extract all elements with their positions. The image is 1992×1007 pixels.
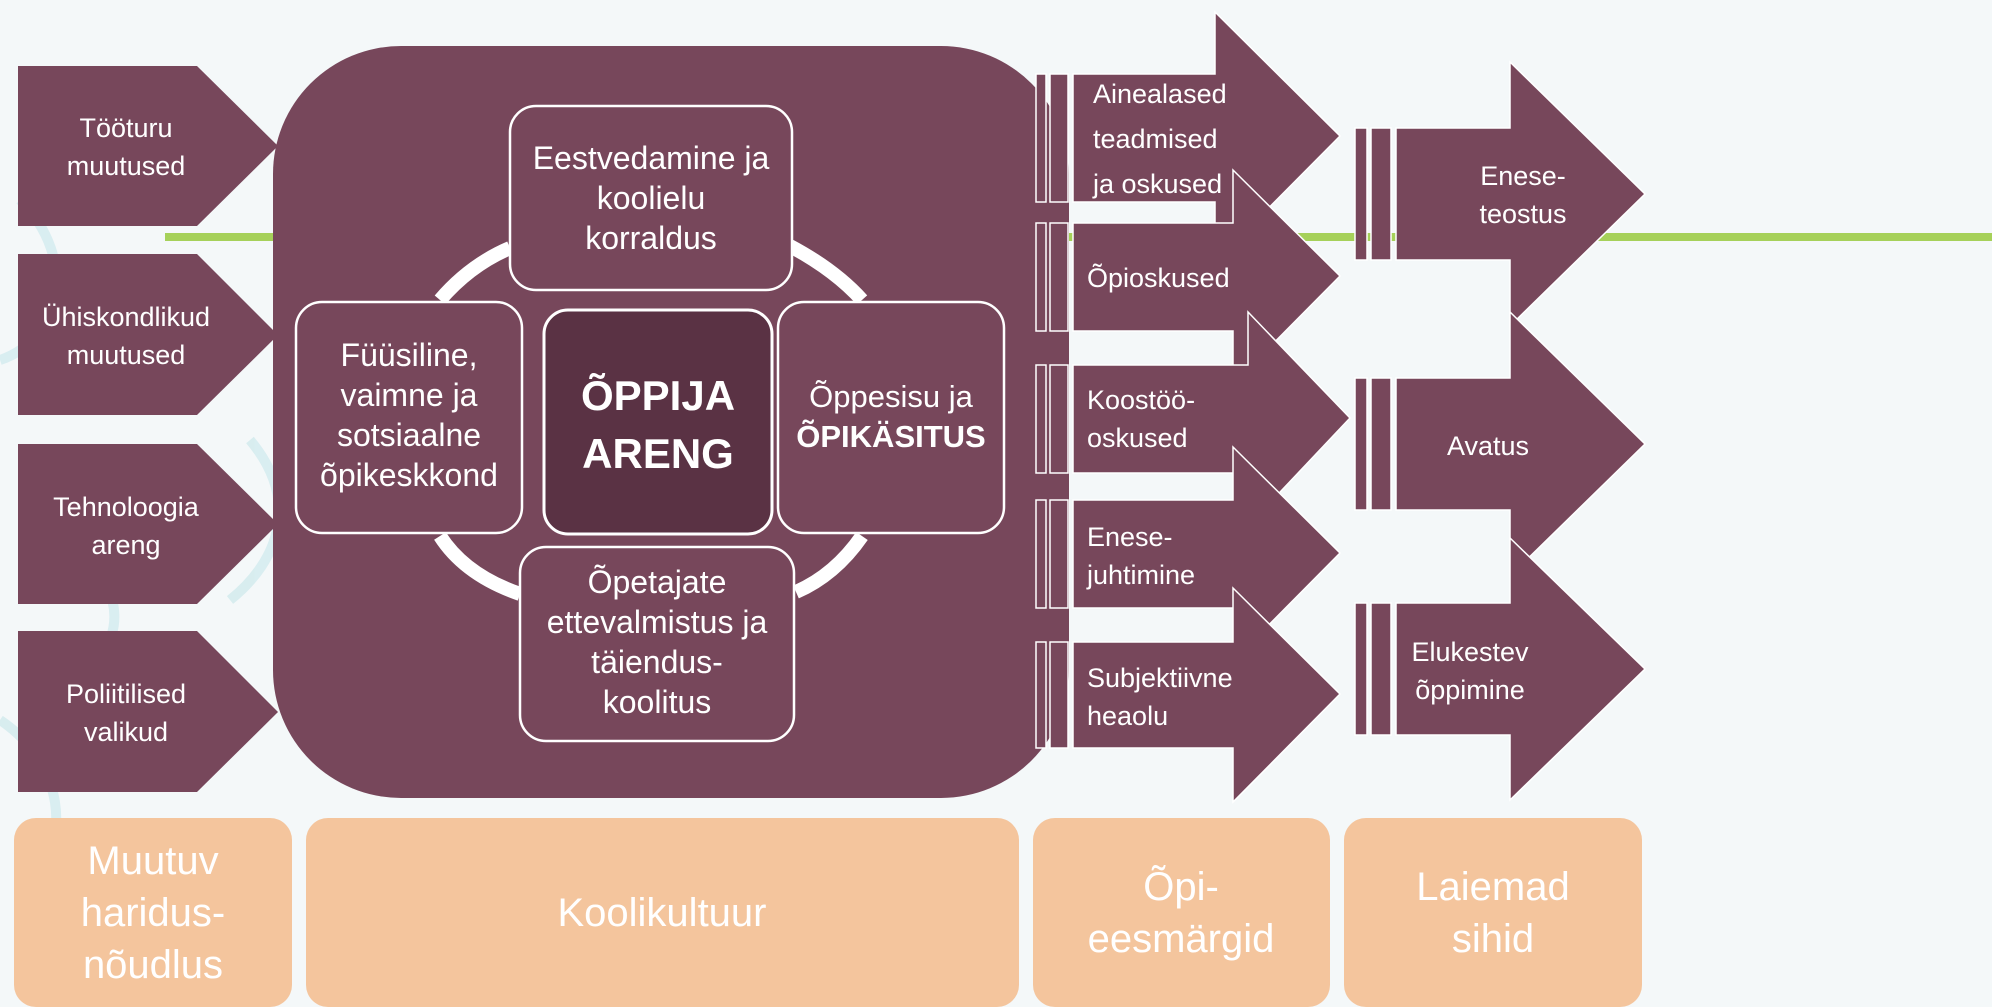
- input-arrow: Poliitilised valikud: [18, 631, 278, 792]
- input-label-line1: Poliitilised: [66, 679, 186, 709]
- input-label-line2: areng: [91, 530, 160, 560]
- goal-arrow: Enese- teostus: [1354, 60, 1647, 328]
- outcome-label-line1: Enese-: [1087, 522, 1173, 552]
- outcome-arrow: Enese- juhtimine: [1035, 445, 1342, 663]
- outcome-label-line2: teadmised: [1093, 124, 1218, 154]
- goal-label-line1: Elukestev: [1411, 637, 1529, 667]
- outcome-label-line3: ja oskused: [1092, 169, 1222, 199]
- footer-col4-line2: sihid: [1452, 917, 1534, 961]
- input-label-line1: Tööturu: [79, 113, 172, 143]
- culture-left-line3: sotsiaalne: [337, 417, 481, 453]
- culture-box-top: Eestvedamine ja koolielu korraldus: [508, 104, 794, 292]
- footer-col1-line3: nõudlus: [83, 943, 223, 987]
- footer-col4-line1: Laiemad: [1416, 865, 1569, 909]
- outcome-label-line2: juhtimine: [1086, 560, 1195, 590]
- input-label-line2: valikud: [84, 717, 168, 747]
- culture-box-bottom: Õpetajate ettevalmistus ja täiendus- koo…: [518, 545, 796, 743]
- goal-arrow: Elukestev õppimine: [1354, 536, 1647, 802]
- footer-col-changing-demand: Muutuv haridus- nõudlus: [14, 818, 292, 1007]
- culture-box-right: Õppesisu ja ÕPIKÄSITUS: [776, 300, 1006, 535]
- culture-right-line1: Õppesisu ja: [809, 379, 973, 414]
- center-line2: ARENG: [582, 430, 734, 477]
- footer-col2-line1: Koolikultuur: [557, 891, 766, 935]
- input-label-line1: Tehnoloogia: [53, 492, 200, 522]
- cycle-ring: [434, 239, 868, 601]
- outcome-arrows: Ainealased teadmised ja oskused Õpioskus…: [1035, 10, 1352, 804]
- outcome-arrow: Õpioskused: [1035, 168, 1342, 386]
- goal-label-line2: õppimine: [1415, 675, 1525, 705]
- input-arrow: Ühiskondlikud muutused: [18, 254, 278, 415]
- outcome-arrow: Subjektiivne heaolu: [1035, 586, 1342, 804]
- input-arrows: Tööturu muutused Ühiskondlikud muutused …: [18, 66, 278, 792]
- culture-bottom-line3: täiendus-: [591, 644, 723, 680]
- culture-top-line1: Eestvedamine ja: [533, 140, 770, 176]
- outcome-label-line2: oskused: [1087, 423, 1188, 453]
- culture-bottom-line1: Õpetajate: [588, 564, 727, 600]
- culture-bottom-line2: ettevalmistus ja: [547, 604, 768, 640]
- goal-arrow: Avatus: [1354, 310, 1647, 578]
- outcome-label-line1: Ainealased: [1093, 79, 1227, 109]
- goal-label-line2: teostus: [1479, 199, 1566, 229]
- footer-col1-line2: haridus-: [81, 891, 226, 935]
- input-label-line2: muutused: [67, 151, 186, 181]
- input-arrow: Tehnoloogia areng: [18, 444, 278, 604]
- input-label-line1: Ühiskondlikud: [42, 302, 210, 332]
- culture-bottom-line4: koolitus: [603, 684, 712, 720]
- goal-arrows: Enese- teostus Avatus Elukestev õppimine: [1354, 60, 1647, 802]
- footer-col-learning-goals: Õpi- eesmärgid: [1033, 818, 1330, 1007]
- culture-top-line2: koolielu: [597, 180, 706, 216]
- footer-col3-line2: eesmärgid: [1088, 917, 1275, 961]
- goal-label-line1: Enese-: [1480, 161, 1566, 191]
- culture-right-line2: ÕPIKÄSITUS: [796, 418, 985, 454]
- input-label-line2: muutused: [67, 340, 186, 370]
- outcome-arrow: Koostöö- oskused: [1035, 310, 1352, 528]
- outcome-arrow: Ainealased teadmised ja oskused: [1035, 10, 1342, 264]
- outcome-label-line1: Subjektiivne: [1087, 663, 1233, 693]
- footer-col-wider-aims: Laiemad sihid: [1344, 818, 1642, 1007]
- input-arrow: Tööturu muutused: [18, 66, 278, 226]
- culture-left-line2: vaimne ja: [341, 377, 478, 413]
- outcome-label-line1: Õpioskused: [1087, 262, 1230, 293]
- culture-left-line1: Füüsiline,: [341, 337, 478, 373]
- footer-col3-line1: Õpi-: [1143, 864, 1219, 909]
- footer-col-school-culture: Koolikultuur: [306, 818, 1019, 1007]
- culture-top-line3: korraldus: [585, 220, 717, 256]
- culture-box-left: Füüsiline, vaimne ja sotsiaalne õpikeskk…: [294, 300, 524, 535]
- goal-label-line1: Avatus: [1447, 431, 1529, 461]
- footer-col1-line1: Muutuv: [87, 839, 218, 883]
- footer-labels: Muutuv haridus- nõudlus Koolikultuur Õpi…: [14, 818, 1642, 1007]
- outcome-label-line2: heaolu: [1087, 701, 1168, 731]
- culture-left-line4: õpikeskkond: [320, 457, 498, 493]
- center-line1: ÕPPIJA: [581, 371, 735, 419]
- outcome-label-line1: Koostöö-: [1087, 385, 1195, 415]
- learner-development-center: ÕPPIJA ARENG: [542, 308, 774, 536]
